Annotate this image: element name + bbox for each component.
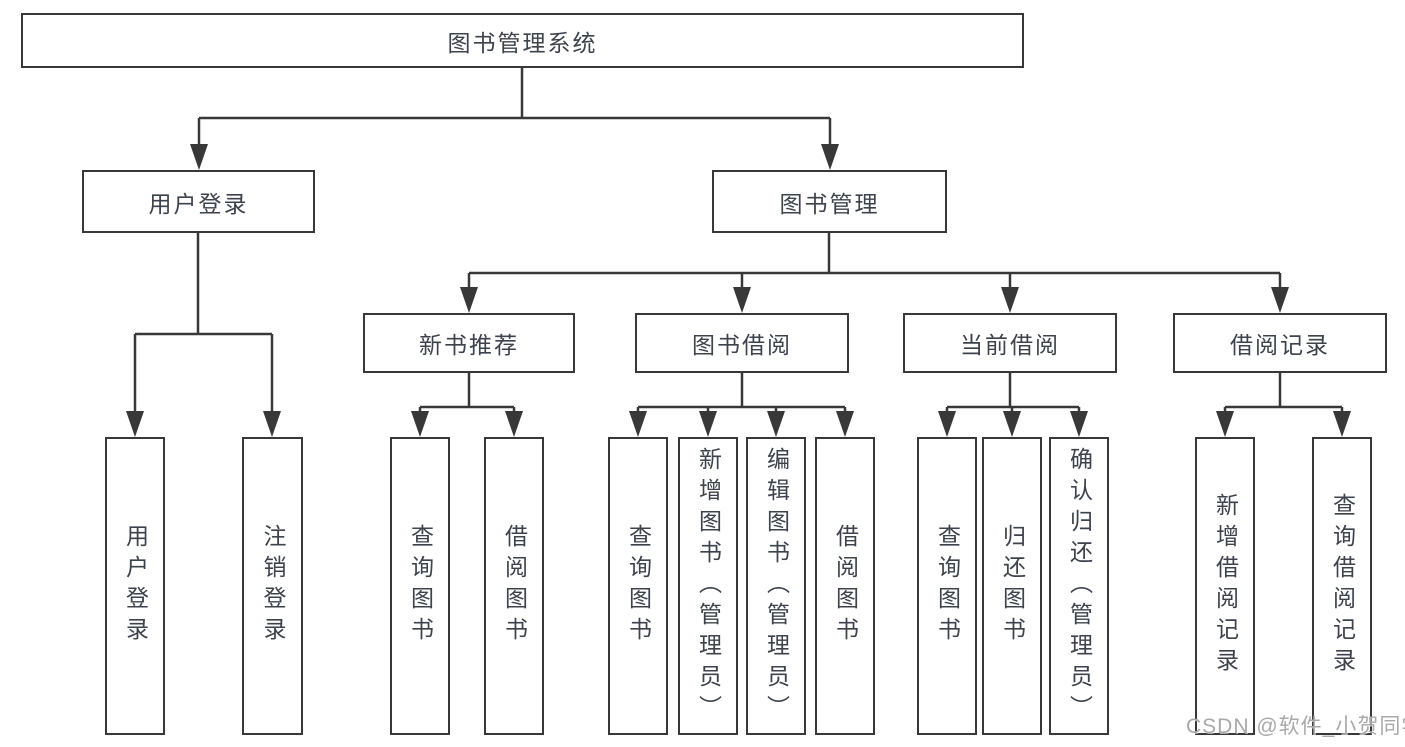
leaf-borrow-books: 借阅图书	[815, 437, 875, 735]
leaf-borrow-books-label: 借阅图书	[832, 524, 859, 648]
arrowhead-icons	[126, 144, 1351, 437]
node-new-book-recommend-label: 新书推荐	[419, 332, 519, 358]
leaf-borrowing-query-books: 查询图书	[608, 437, 668, 735]
leaf-add-borrow-record: 新增借阅记录	[1195, 437, 1255, 735]
leaf-add-books-admin-label: 新增图书（管理员）	[695, 446, 722, 726]
node-book-management-module: 图书管理	[712, 170, 947, 233]
leaf-user-login: 用户登录	[105, 437, 165, 735]
leaf-recommend-borrow-books: 借阅图书	[484, 437, 544, 735]
node-root-label: 图书管理系统	[447, 29, 598, 56]
node-current-borrowing-label: 当前借阅	[960, 332, 1060, 358]
leaf-current-query-books-label: 查询图书	[934, 524, 961, 648]
leaf-edit-books-admin: 编辑图书（管理员）	[746, 437, 806, 735]
leaf-confirm-return-admin: 确认归还（管理员）	[1049, 437, 1109, 735]
leaf-add-borrow-record-label: 新增借阅记录	[1212, 493, 1239, 679]
leaf-current-query-books: 查询图书	[917, 437, 977, 735]
leaf-query-borrow-record: 查询借阅记录	[1312, 437, 1372, 735]
node-book-management-label: 图书管理	[779, 190, 880, 217]
node-borrowing-records: 借阅记录	[1173, 313, 1387, 373]
leaf-recommend-borrow-books-label: 借阅图书	[501, 524, 528, 648]
leaf-recommend-query-books: 查询图书	[390, 437, 450, 735]
node-user-login-label: 用户登录	[148, 190, 249, 217]
leaf-borrowing-query-books-label: 查询图书	[625, 524, 652, 648]
node-borrowing-records-label: 借阅记录	[1230, 332, 1330, 358]
leaf-logout-label: 注销登录	[260, 524, 286, 648]
leaf-logout: 注销登录	[242, 437, 303, 735]
leaf-return-books-label: 归还图书	[999, 524, 1026, 648]
leaf-confirm-return-admin-label: 确认归还（管理员）	[1066, 446, 1093, 726]
csdn-watermark: CSDN @软件_小贺同学	[1186, 715, 1405, 738]
node-new-book-recommend: 新书推荐	[363, 313, 575, 373]
node-book-borrowing-label: 图书借阅	[692, 332, 792, 358]
node-user-login-module: 用户登录	[82, 170, 315, 233]
node-book-borrowing: 图书借阅	[635, 313, 849, 373]
leaf-query-borrow-record-label: 查询借阅记录	[1329, 493, 1356, 679]
leaf-user-login-label: 用户登录	[122, 524, 149, 648]
node-root-system: 图书管理系统	[21, 13, 1024, 68]
leaf-add-books-admin: 新增图书（管理员）	[678, 437, 738, 735]
leaf-edit-books-admin-label: 编辑图书（管理员）	[763, 446, 790, 726]
node-current-borrowing: 当前借阅	[903, 313, 1117, 373]
leaf-recommend-query-books-label: 查询图书	[407, 524, 434, 648]
leaf-return-books: 归还图书	[982, 437, 1042, 735]
